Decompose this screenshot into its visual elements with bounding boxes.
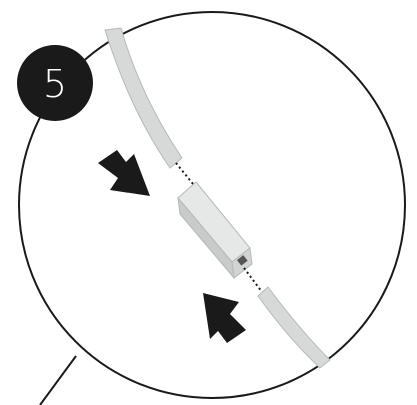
led-strip-lower — [257, 286, 331, 369]
alignment-dots-lower — [243, 267, 263, 293]
led-strip-upper — [104, 27, 183, 169]
arrow-up-left-icon — [203, 293, 246, 343]
arrow-down-right-icon — [98, 150, 150, 196]
leader-line — [39, 355, 77, 405]
step-badge-circle — [17, 45, 93, 121]
strip-connector — [177, 181, 253, 280]
step-badge: 5 — [17, 45, 93, 121]
step-number: 5 — [43, 62, 67, 106]
connector-slot — [237, 255, 248, 266]
